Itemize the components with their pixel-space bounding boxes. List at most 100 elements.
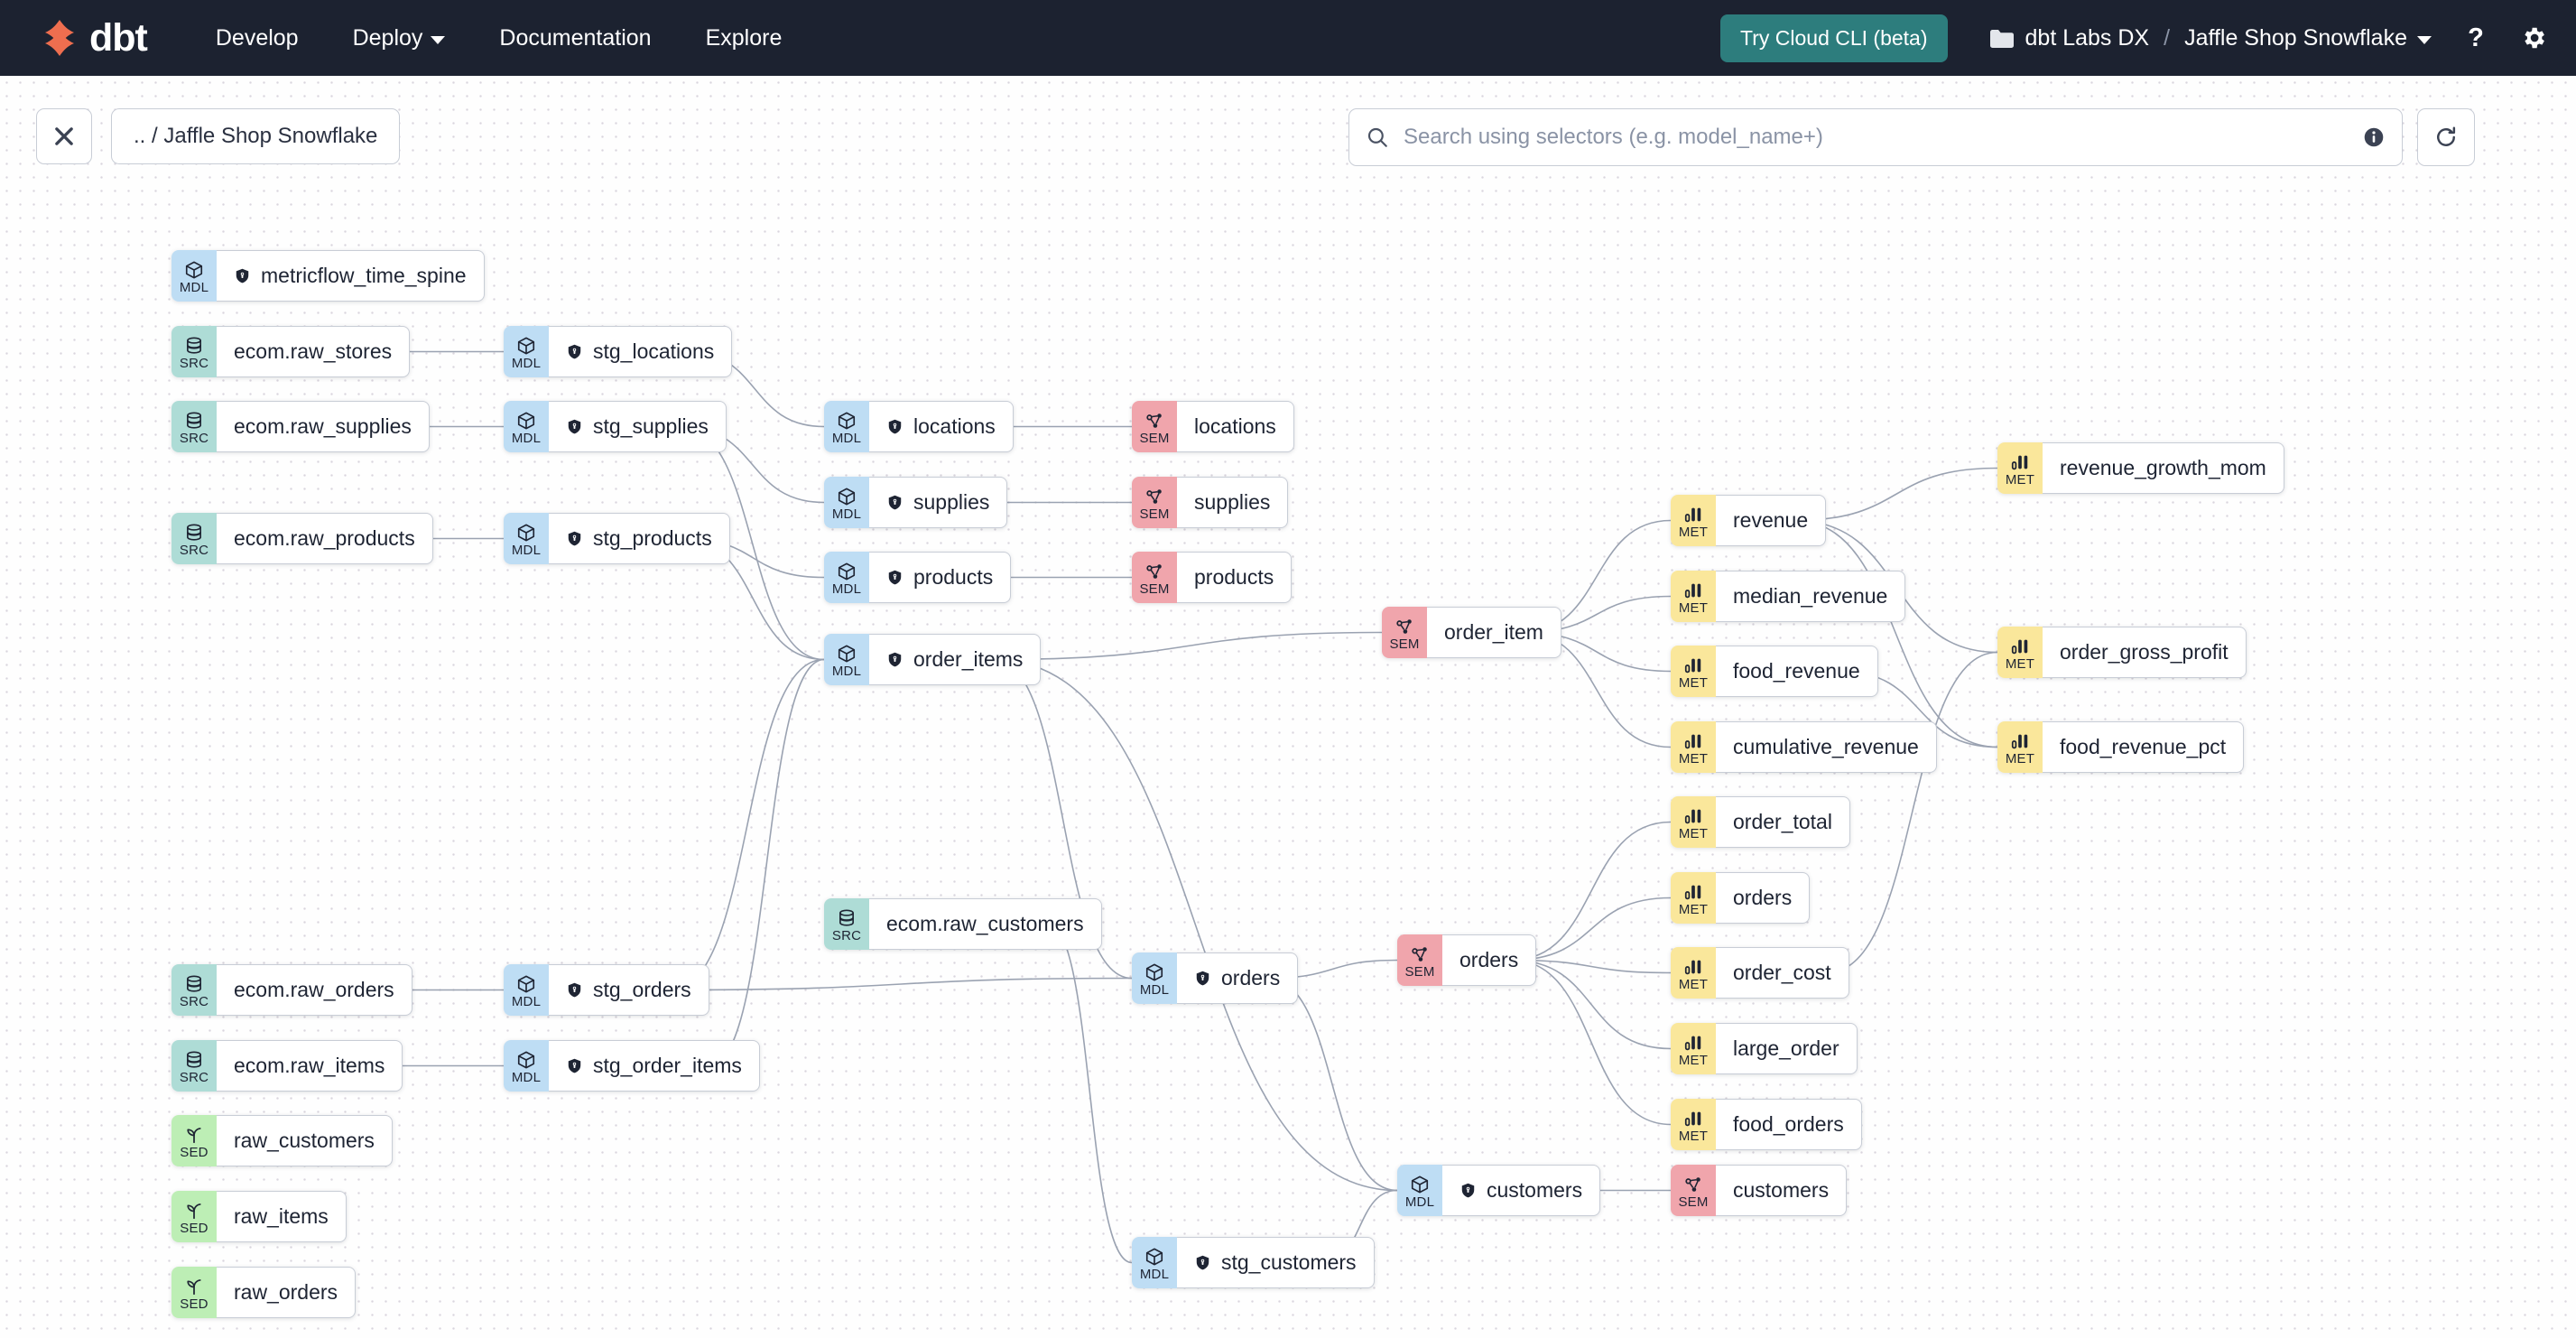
nav-link-deploy[interactable]: Deploy (331, 16, 468, 60)
dbt-logo[interactable]: dbt (36, 0, 148, 76)
node-body[interactable]: revenue (1716, 495, 1827, 546)
node-body[interactable]: food_revenue_pct (2043, 721, 2245, 773)
node-body[interactable]: raw_orders (217, 1267, 357, 1318)
node-body[interactable]: order_item (1427, 607, 1561, 658)
node-body[interactable]: metricflow_time_spine (217, 250, 485, 302)
node-body[interactable]: locations (869, 401, 1014, 452)
project-selector[interactable]: Jaffle Shop Snowflake (2184, 25, 2432, 51)
nav-link-develop[interactable]: Develop (194, 16, 320, 60)
node-body[interactable]: food_revenue (1716, 646, 1878, 697)
refresh-button[interactable] (2417, 108, 2475, 166)
node-body[interactable]: raw_items (217, 1191, 347, 1242)
node-body[interactable]: orders (1716, 872, 1811, 924)
node-body[interactable]: ecom.raw_supplies (217, 401, 430, 452)
shield-icon (886, 651, 903, 668)
search-input[interactable] (1402, 124, 2362, 151)
node-body[interactable]: customers (1442, 1165, 1601, 1216)
node-body[interactable]: locations (1177, 401, 1294, 452)
help-icon[interactable]: ? (2462, 24, 2489, 51)
node-body[interactable]: ecom.raw_orders (217, 964, 412, 1016)
node-type-badge-sem: SEM (1397, 934, 1442, 986)
node-body[interactable]: order_gross_profit (2043, 627, 2247, 678)
node-body[interactable]: ecom.raw_stores (217, 326, 411, 377)
node-body[interactable]: order_items (869, 634, 1042, 685)
node-body[interactable]: orders (1177, 952, 1299, 1004)
node-body[interactable]: stg_supplies (549, 401, 727, 452)
node-body[interactable]: food_orders (1716, 1099, 1862, 1150)
node-body[interactable]: supplies (869, 477, 1008, 528)
close-graph-button[interactable] (36, 108, 92, 164)
graph-breadcrumb-button[interactable]: .. / Jaffle Shop Snowflake (111, 108, 401, 164)
node-body[interactable]: cumulative_revenue (1716, 721, 1937, 773)
info-icon[interactable] (2362, 125, 2386, 149)
try-cloud-cli-button[interactable]: Try Cloud CLI (beta) (1720, 14, 1948, 62)
node-body[interactable]: order_cost (1716, 947, 1849, 999)
node-body[interactable]: stg_order_items (549, 1040, 760, 1092)
node-body[interactable]: customers (1716, 1165, 1848, 1216)
node-body[interactable]: stg_orders (549, 964, 709, 1016)
node-body[interactable]: products (1177, 552, 1293, 603)
node-body[interactable]: median_revenue (1716, 571, 1906, 622)
search-box[interactable] (1348, 108, 2403, 166)
node-body[interactable]: products (869, 552, 1012, 603)
node-body[interactable]: stg_locations (549, 326, 733, 377)
node-body[interactable]: raw_customers (217, 1115, 393, 1166)
node-body[interactable]: ecom.raw_items (217, 1040, 403, 1092)
node-body[interactable]: ecom.raw_customers (869, 898, 1102, 950)
nav-link-explore[interactable]: Explore (684, 16, 804, 60)
node-body[interactable]: orders (1442, 934, 1537, 986)
node-body[interactable]: stg_products (549, 513, 730, 564)
node-body[interactable]: order_total (1716, 796, 1850, 848)
node-type-badge-met: MET (1997, 627, 2043, 678)
node-body[interactable]: supplies (1177, 477, 1289, 528)
node-body[interactable]: stg_customers (1177, 1237, 1375, 1288)
node-body[interactable]: ecom.raw_products (217, 513, 433, 564)
account-name[interactable]: dbt Labs DX (2025, 24, 2150, 51)
node-body[interactable]: large_order (1716, 1023, 1858, 1074)
gear-icon[interactable] (2520, 24, 2547, 51)
node-body[interactable]: revenue_growth_mom (2043, 442, 2284, 494)
nav-link-documentation[interactable]: Documentation (477, 16, 672, 60)
